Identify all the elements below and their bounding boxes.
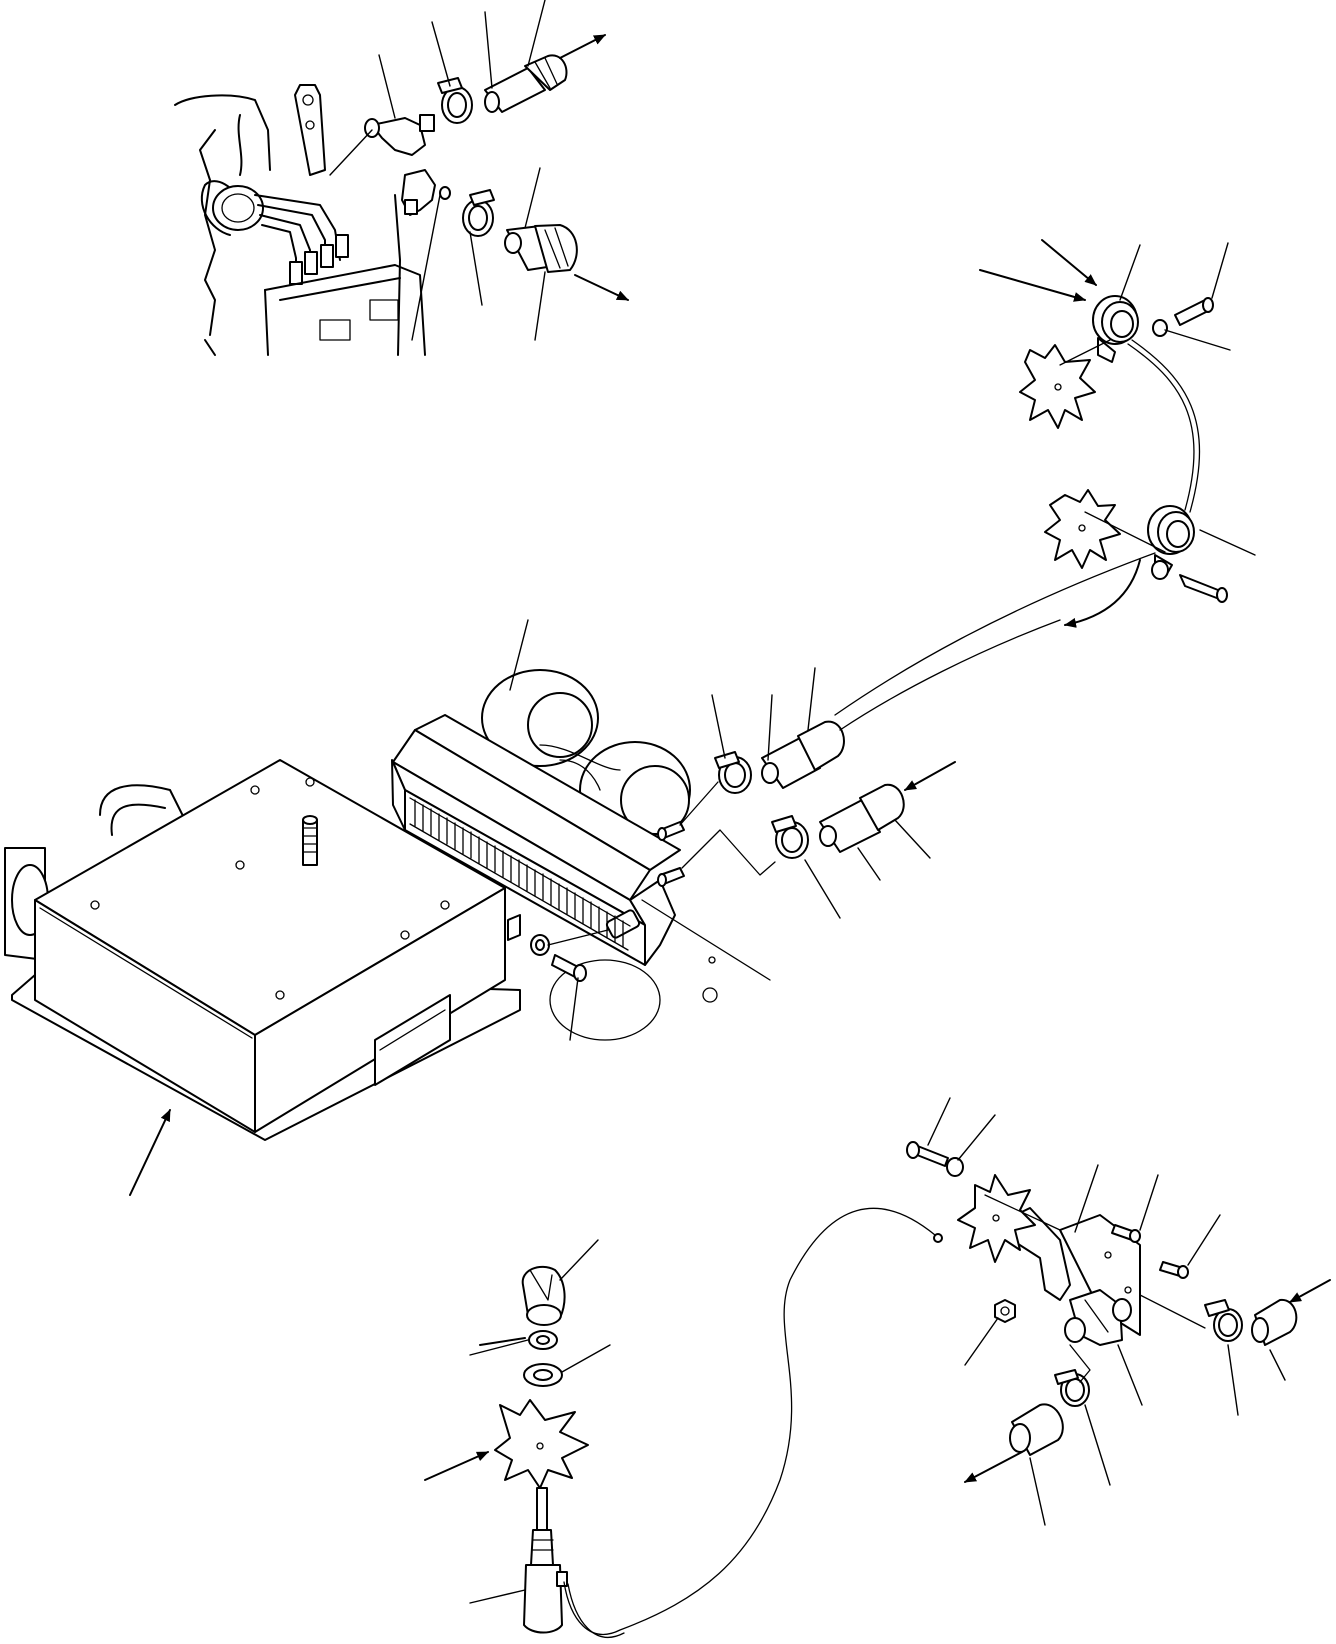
- flow-arrow-valve-out: [965, 1452, 1022, 1482]
- control-cable: [564, 1208, 935, 1634]
- dash-panel-fragment: [495, 1400, 588, 1488]
- lower-hose-clamp: [463, 190, 494, 236]
- valve-inlet-clamp: [1205, 1300, 1242, 1341]
- heater-core-fins: [410, 798, 630, 950]
- heater-inlet-clamp: [772, 816, 808, 858]
- flow-arrow-lower-out: [575, 275, 628, 300]
- heater-cover-box: [5, 760, 520, 1140]
- valve-inlet-hose: [1252, 1300, 1296, 1345]
- valve-outlet-hose: [1010, 1404, 1063, 1455]
- grommet-upper: [1093, 296, 1138, 362]
- flow-arrow-heater-in: [905, 762, 955, 790]
- ref-arrow-right-2: [980, 270, 1085, 302]
- panel-screw-1: [907, 1142, 963, 1176]
- heater-cable-lower: [835, 553, 1155, 715]
- control-knob: [523, 1267, 565, 1325]
- flow-arrow-upper-out: [560, 35, 605, 58]
- heater-outlet-hose: [762, 722, 844, 788]
- knob-washer: [524, 1364, 562, 1386]
- panel-bracket-upper: [1020, 345, 1095, 428]
- mounting-bolt-upper: [1153, 298, 1213, 336]
- flow-arrow-valve-in: [1290, 1280, 1330, 1302]
- heater-unit: [392, 670, 690, 965]
- ref-arrow-panel: [425, 1452, 488, 1480]
- valve-cable-panel: [958, 1175, 1035, 1262]
- panel-bracket-lower: [1045, 490, 1120, 568]
- lower-elbow-fitting: [402, 170, 450, 215]
- ref-arrow-cable-out: [1065, 560, 1140, 628]
- heater-cable-upper: [1128, 344, 1194, 510]
- knob-nut: [529, 1331, 557, 1349]
- heater-inlet-hose: [820, 785, 904, 852]
- callout-leaders-right: [1120, 243, 1255, 555]
- lower-hose: [505, 225, 577, 272]
- callout-leaders-valve: [928, 1098, 1285, 1525]
- valve-outlet-clamp: [1055, 1370, 1089, 1406]
- mounting-bolt-lower: [1152, 561, 1227, 602]
- control-switch-body: [524, 1488, 567, 1633]
- upper-elbow-fitting: [365, 115, 434, 155]
- ref-arrow-right-1: [1042, 240, 1096, 285]
- engine-block: [175, 85, 425, 355]
- upper-hose: [485, 55, 566, 112]
- grommet-lower: [1148, 506, 1194, 572]
- callout-leaders-heater: [712, 668, 930, 918]
- floor-plate-outline: [550, 900, 770, 1040]
- ref-arrow-cover-box: [130, 1110, 170, 1195]
- knob-mount-axis: [480, 1338, 525, 1345]
- callout-leaders-knob: [470, 1240, 610, 1603]
- heater-outlet-line: [840, 620, 1060, 730]
- heater-outlet-clamp: [715, 752, 751, 793]
- valve-screw-3: [1160, 1262, 1188, 1278]
- water-valve-body: [1065, 1290, 1131, 1345]
- valve-screw-2: [1112, 1225, 1140, 1242]
- valve-nut: [995, 1300, 1015, 1322]
- callout-leaders-top: [330, 0, 545, 340]
- upper-hose-clamp: [438, 78, 472, 123]
